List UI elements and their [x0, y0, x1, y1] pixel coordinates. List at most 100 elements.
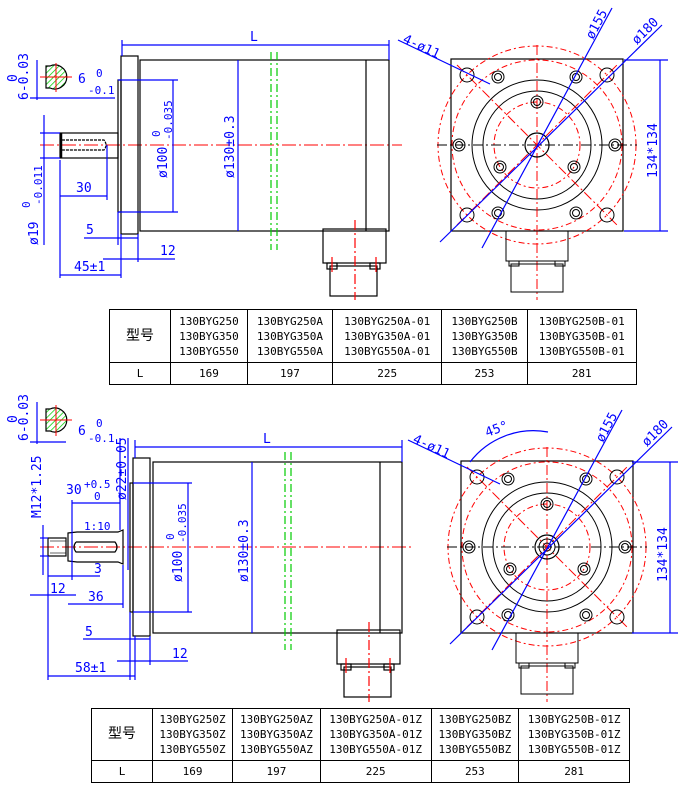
screw-icon — [579, 472, 593, 486]
dim-key-width: 6-0.03 — [17, 394, 32, 441]
nut — [383, 663, 395, 671]
screw-head — [572, 209, 580, 217]
screw-icon — [491, 206, 505, 220]
dim-pcd-180: ø180 — [639, 417, 672, 450]
model: 130BYG350 — [179, 329, 239, 343]
connector-plug — [329, 265, 378, 297]
dim-mount-holes: 4-ø11 — [400, 32, 442, 62]
keyway-section-top — [40, 63, 72, 92]
bottom-end-view — [447, 447, 647, 702]
bottom-end-dimensions — [407, 409, 678, 651]
nut — [554, 260, 566, 267]
screw-icon — [501, 472, 515, 486]
dim-square: 134*134 — [646, 123, 661, 178]
flange — [132, 457, 151, 637]
dim-key-tol-top: 0 — [6, 415, 21, 423]
bottom-side-view — [40, 452, 412, 702]
threaded-end — [47, 537, 67, 557]
table-row: L 169 197 225 253 281 — [109, 362, 637, 385]
connector — [505, 230, 569, 262]
top-end-view — [437, 45, 637, 300]
bolt-circle — [493, 101, 581, 189]
dim-shaft-dia-lower: -0.011 — [32, 165, 45, 205]
diagonal-centerline — [466, 466, 628, 628]
screw-head — [570, 163, 578, 171]
model: 130BYG550A-01 — [344, 344, 431, 358]
model: 130BYG550 — [179, 344, 239, 358]
length-value: 281 — [526, 362, 637, 385]
dim-key-tol-top: 0 — [6, 74, 21, 82]
dim-30-upper: +0.5 — [84, 478, 111, 491]
screw-head — [580, 565, 588, 573]
dim-mount-holes: 4-ø11 — [410, 432, 452, 462]
length-value: 281 — [518, 760, 630, 783]
dim-45: 45±1 — [74, 260, 105, 275]
dim-30-lower: 0 — [94, 490, 101, 503]
screw-icon — [577, 562, 591, 576]
dim-key-depth: 6 — [78, 72, 86, 87]
dim-key-depth: 6 — [78, 424, 86, 439]
top-dimension-labels: L 0 6-0.03 6 0 -0.1 ø19 0 -0.011 30 5 12… — [6, 30, 258, 275]
model: 130BYG550AZ — [240, 743, 313, 756]
dim-36: 36 — [88, 590, 104, 605]
screw-head — [621, 543, 629, 551]
dim-30: 30 — [76, 181, 92, 196]
screw-icon — [569, 206, 583, 220]
screw-icon — [503, 562, 517, 576]
dim-shaft-dia-upper: 0 — [20, 201, 33, 208]
dim-pcd-180: ø180 — [629, 15, 662, 48]
model: 130BYG350BZ — [438, 728, 512, 741]
top-dimensions — [30, 40, 390, 278]
dim-key-depth-lower: -0.1 — [88, 84, 115, 97]
connector-plug — [510, 263, 564, 293]
model-cell: 130BYG250Z 130BYG350Z 130BYG550Z — [151, 708, 234, 761]
screw-icon — [462, 540, 476, 554]
screw-head — [611, 141, 619, 149]
mount-hole — [599, 67, 615, 83]
screw-icon — [452, 138, 466, 152]
connector-plug — [520, 665, 574, 695]
model: 130BYG250B-01 — [538, 314, 625, 328]
motor-body — [139, 59, 390, 232]
screw-icon — [530, 95, 544, 109]
dim-12: 12 — [160, 244, 176, 259]
dim-3: 3 — [94, 562, 102, 577]
dim-pcd-155: ø155 — [583, 7, 611, 42]
model: 130BYG350Z — [159, 728, 226, 741]
dim-taper: 1:10 — [84, 520, 111, 533]
dim-shaft-dia-22: ø22±0.05 — [115, 437, 130, 500]
nut — [564, 662, 576, 669]
dim-58: 58±1 — [75, 661, 106, 676]
dim-pilot-lower: -0.035 — [176, 503, 189, 543]
flange — [120, 55, 139, 235]
screw-icon — [493, 160, 507, 174]
screw-head — [543, 500, 551, 508]
length-value: 197 — [246, 362, 333, 385]
length-value: 253 — [430, 760, 520, 783]
model: 130BYG250Z — [159, 713, 226, 726]
model: 130BYG350A-01 — [344, 329, 431, 343]
shaft-circle — [534, 534, 560, 560]
screw-head — [506, 565, 514, 573]
screw-head — [455, 141, 463, 149]
model: 130BYG250BZ — [438, 713, 512, 726]
mount-hole — [599, 207, 615, 223]
screw-head — [494, 73, 502, 81]
model: 130BYG250A — [256, 314, 324, 328]
thread-circle — [542, 542, 552, 552]
shaft-circle — [524, 132, 550, 158]
dim-length-L: L — [263, 432, 271, 447]
length-value: 225 — [331, 362, 443, 385]
dim-30: 30 — [66, 483, 82, 498]
model: 130BYG550Z — [159, 743, 226, 756]
dim-pilot-upper: 0 — [150, 130, 163, 137]
